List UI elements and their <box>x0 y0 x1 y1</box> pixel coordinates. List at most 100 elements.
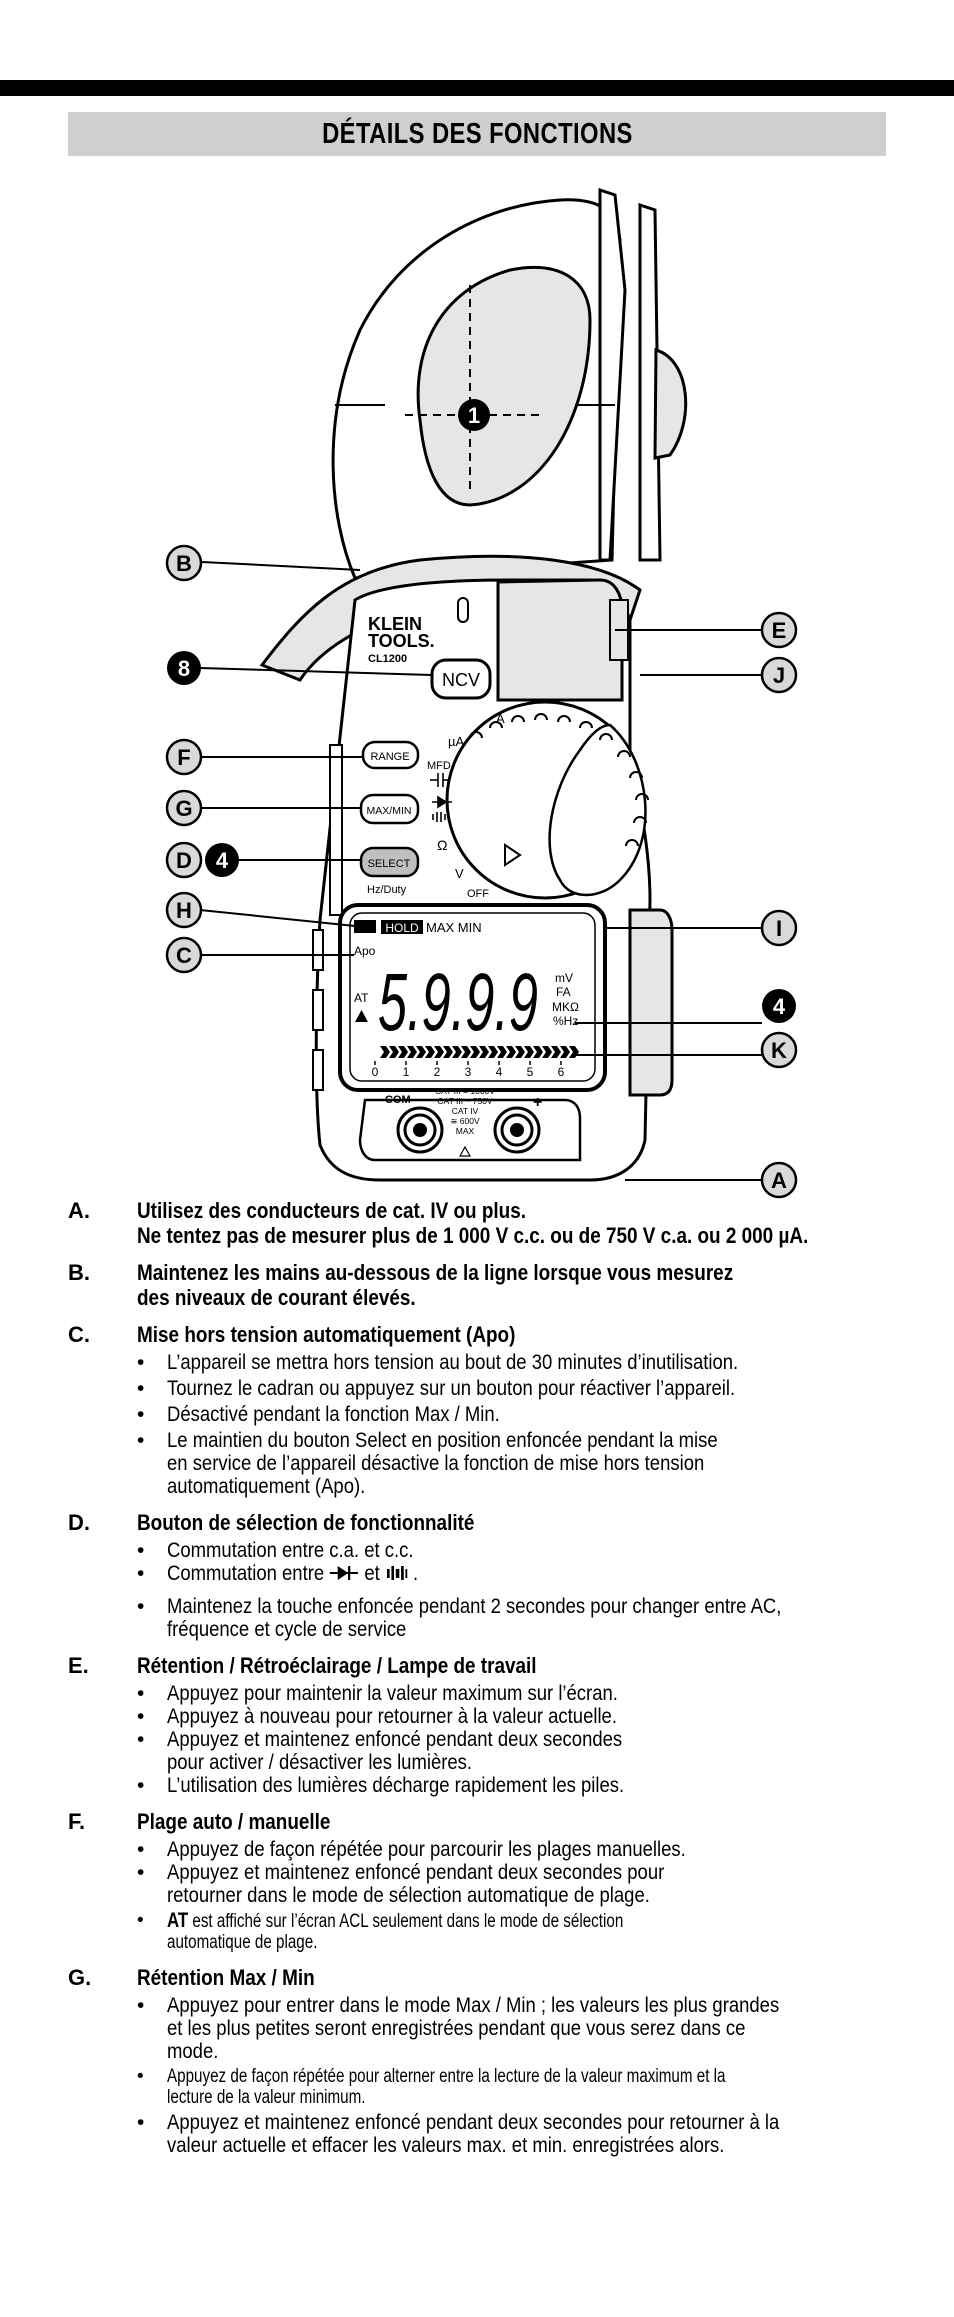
cat-rating-2: CAT III ~ 750V <box>437 1096 493 1106</box>
continuity-icon <box>386 1566 407 1580</box>
bargraph-segment <box>497 1046 507 1058</box>
lcd-digits: 5.9.9.9 <box>378 957 538 1048</box>
svg-text:K: K <box>771 1038 787 1063</box>
lcd-apo: Apo <box>354 944 376 958</box>
lcd-bargraph <box>380 1046 579 1058</box>
top-rule <box>0 80 954 96</box>
select-sub-label: Hz/Duty <box>367 884 407 896</box>
list-item: AT est affiché sur l’écran ACL seulement… <box>137 1910 928 1953</box>
lcd-at: AT <box>354 991 369 1005</box>
svg-text:NCV: NCV <box>442 670 480 690</box>
model-number: CL1200 <box>368 653 407 665</box>
dial-label-a: A <box>496 711 505 726</box>
maxmin-button[interactable]: MAX/MIN <box>359 793 420 825</box>
svg-text:MAX/MIN: MAX/MIN <box>367 805 412 817</box>
list-item: Commutation entre et . <box>137 1562 928 1585</box>
lcd-pcthz: %Hz <box>553 1014 578 1028</box>
lcd-triangle-icon <box>355 1010 368 1022</box>
cat-rating-3: CAT IV <box>452 1106 479 1116</box>
svg-text:4: 4 <box>773 994 786 1019</box>
scale-tick-label: 5 <box>527 1065 534 1079</box>
callout-i: I <box>760 909 798 947</box>
list-item: Maintenez la touche enfoncée pendant 2 s… <box>137 1595 928 1641</box>
list-item: Appuyez pour entrer dans le mode Max / M… <box>137 1994 928 2063</box>
lcd-hold: HOLD <box>385 921 419 935</box>
section-a-head-1: Utilisez des conducteurs de cat. IV ou p… <box>137 1198 527 1223</box>
section-a-head-2: Ne tentez pas de mesurer plus de 1 000 V… <box>137 1223 809 1248</box>
callout-c: C <box>165 936 203 974</box>
clamp-meter-diagram: KLEIN TOOLS. CL1200 NCV RANGE MAX/MIN SE… <box>0 180 954 1200</box>
callout-h: H <box>165 891 203 929</box>
lcd-maxmin: MAX MIN <box>426 920 482 935</box>
callout-g: G <box>165 789 203 827</box>
svg-text:D: D <box>176 848 192 873</box>
dial-continuity-icon <box>432 812 446 822</box>
warning-triangle-icon <box>458 1145 472 1157</box>
dial-label-v: V <box>455 866 464 881</box>
list-item: Appuyez de façon répétée pour parcourir … <box>137 1838 928 1861</box>
cat-rating-1: CAT III = 1000V <box>435 1086 495 1096</box>
svg-text:SELECT: SELECT <box>368 858 411 870</box>
bargraph-segment <box>398 1046 408 1058</box>
bargraph-segment <box>416 1046 426 1058</box>
brand-line2: TOOLS. <box>368 631 435 651</box>
dial-label-ohm: Ω <box>437 837 447 853</box>
section-c-head: Mise hors tension automatiquement (Apo) <box>137 1322 516 1347</box>
svg-text:8: 8 <box>178 656 190 681</box>
section-letter: D. <box>68 1510 90 1535</box>
rotary-dial[interactable] <box>445 700 647 900</box>
section-letter: E. <box>68 1653 89 1678</box>
svg-text:C: C <box>176 943 192 968</box>
lcd-fa: FA <box>556 985 571 999</box>
lcd-display: HOLD MAX MIN Apo AT 5.9.9.9 mV FA MKΩ %H… <box>338 903 607 1092</box>
scale-tick-label: 1 <box>403 1065 410 1079</box>
bargraph-segment <box>560 1046 570 1058</box>
section-c: C. Mise hors tension automatiquement (Ap… <box>68 1322 928 1498</box>
select-button[interactable]: SELECT <box>359 846 420 878</box>
ncv-button[interactable]: NCV <box>430 658 492 700</box>
callout-f: F <box>165 738 203 776</box>
capacitor-icon <box>430 773 450 787</box>
bargraph-segment <box>479 1046 489 1058</box>
section-letter: G. <box>68 1965 92 1990</box>
section-letter: C. <box>68 1322 90 1347</box>
bargraph-segment <box>389 1046 399 1058</box>
function-details-list: A. Utilisez des conducteurs de cat. IV o… <box>68 1198 928 2169</box>
section-f: F. Plage auto / manuelle Appuyez de faço… <box>68 1809 928 1953</box>
dial-label-off: OFF <box>467 888 489 900</box>
com-jack[interactable] <box>396 1106 444 1154</box>
bargraph-segment <box>515 1046 525 1058</box>
section-b-head-1: Maintenez les mains au-dessous de la lig… <box>137 1260 734 1285</box>
bargraph-segment <box>407 1046 417 1058</box>
bargraph-segment <box>506 1046 516 1058</box>
cat-rating-4: ≅ 600V <box>450 1116 480 1126</box>
positive-jack[interactable] <box>493 1106 541 1154</box>
list-item: Le maintien du bouton Select en position… <box>137 1429 928 1498</box>
callout-4-lcd: 4 <box>762 989 796 1023</box>
bargraph-segment <box>425 1046 435 1058</box>
dial-diode-icon <box>432 795 452 809</box>
callout-b: B <box>165 544 203 582</box>
section-b-head-2: des niveaux de courant élevés. <box>137 1285 416 1310</box>
scale-tick-label: 2 <box>434 1065 441 1079</box>
brand-line1: KLEIN <box>368 614 422 634</box>
svg-text:RANGE: RANGE <box>370 751 409 763</box>
cat-rating-5: MAX <box>456 1126 475 1136</box>
svg-text:4: 4 <box>216 848 229 873</box>
list-item: Appuyez à nouveau pour retourner à la va… <box>137 1705 928 1728</box>
range-button[interactable]: RANGE <box>361 740 420 770</box>
callout-1: 1 <box>458 399 490 431</box>
page-title: DÉTAILS DES FONCTIONS <box>321 117 633 150</box>
bargraph-segment <box>452 1046 462 1058</box>
list-item: L’utilisation des lumières décharge rapi… <box>137 1774 928 1797</box>
bargraph-segment <box>470 1046 480 1058</box>
scale-tick-label: 4 <box>496 1065 503 1079</box>
battery-icon <box>354 920 376 933</box>
section-letter: A. <box>68 1198 90 1223</box>
section-g-head: Rétention Max / Min <box>137 1965 315 1990</box>
list-item: Appuyez et maintenez enfoncé pendant deu… <box>137 2111 928 2157</box>
callout-a: A <box>760 1161 798 1199</box>
callout-8: 8 <box>167 651 201 685</box>
svg-text:1: 1 <box>468 403 480 428</box>
svg-text:B: B <box>176 551 192 576</box>
